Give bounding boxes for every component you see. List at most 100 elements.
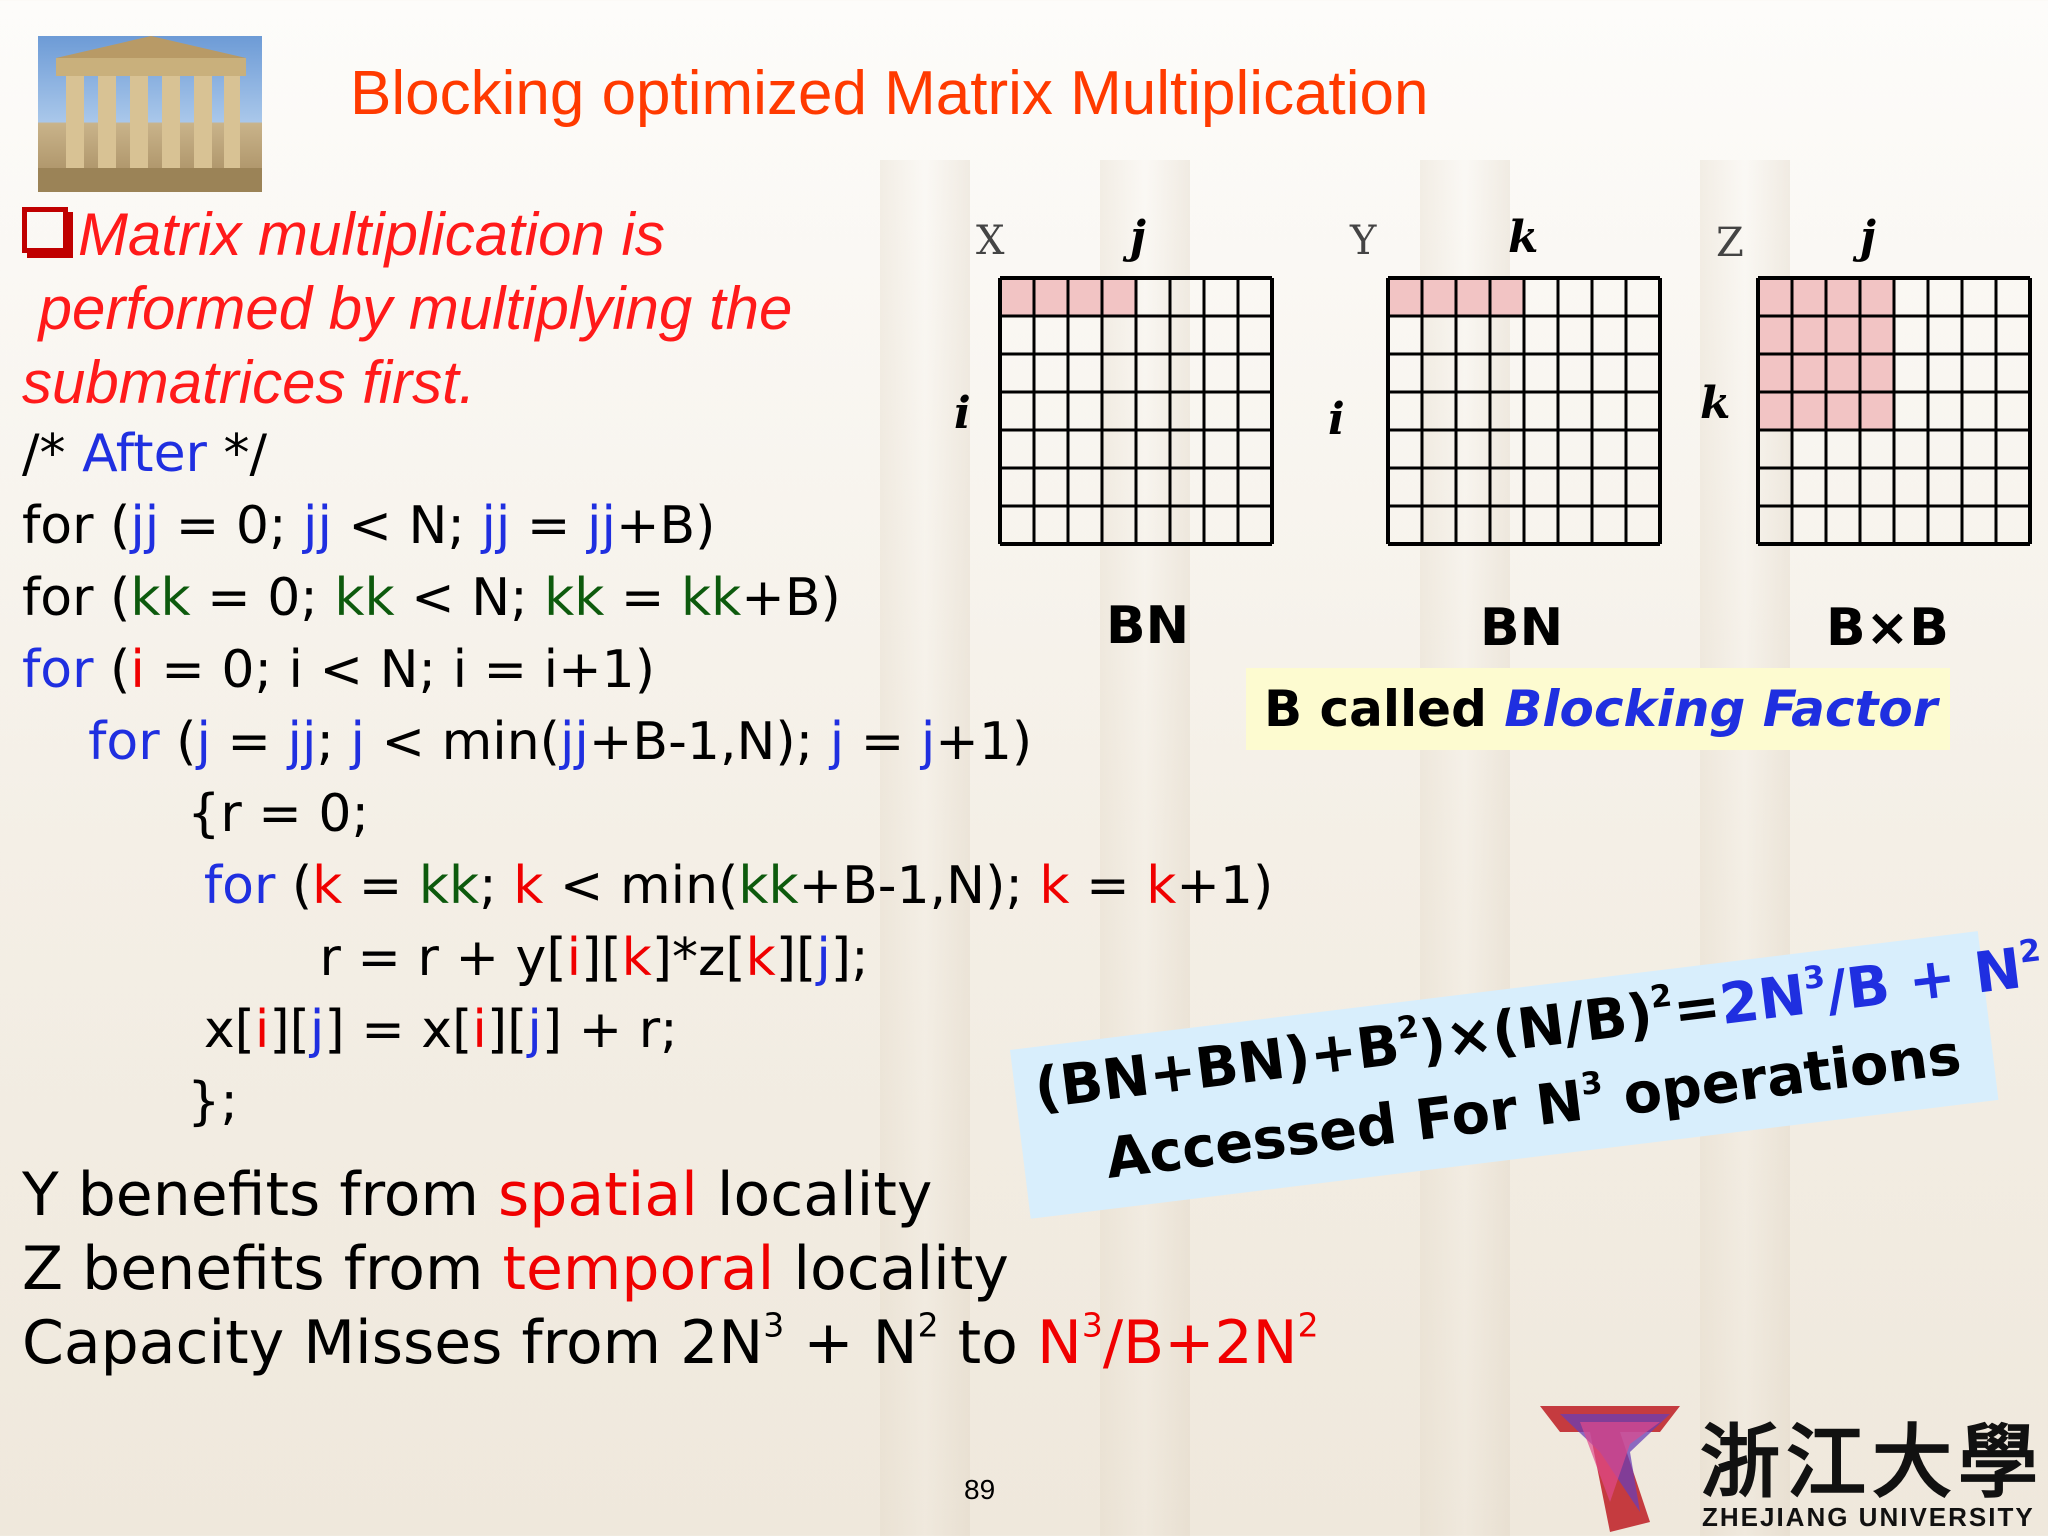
code-token: for [203,856,276,916]
code-token: k [513,856,544,916]
code-token: jj [481,496,511,556]
bullet-line: performed by multiplying the [22,275,793,342]
code-token: {r = 0; [22,784,369,844]
code-token: ][ [581,928,622,988]
code-token: +1) [935,712,1033,772]
diagram-caption: BN [1480,598,1564,658]
shaded-block-cell [1067,277,1103,317]
university-name-chinese: 浙江大學 [1700,1415,2044,1509]
bullet-line: Matrix multiplication is [78,201,665,268]
code-token: k [1146,856,1177,916]
code-token: After [82,424,207,484]
code-token: < min( [364,712,560,772]
matrix-diagram: Z j k [1700,212,2048,550]
code-token: x[ [22,1000,255,1060]
code-token: ][ [486,1000,528,1060]
page-number: 89 [964,1474,996,1505]
code-line: for (kk = 0; kk < N; kk = kk+B) [22,568,841,628]
code-token: j [829,712,845,772]
code-token: ]; [830,928,869,988]
code-token: < N; [394,568,545,628]
code-line: }; [22,1072,238,1132]
code-line: /* After */ [22,424,267,484]
code-token: +B-1,N); [798,856,1040,916]
code-token: j [309,1000,325,1060]
code-token: jj [559,712,589,772]
code-token: kk [738,856,799,916]
shaded-block-cell [1859,277,1895,317]
code-token: k [312,856,343,916]
column-label: j [1860,212,1876,263]
checkbox-bullet-icon [22,207,68,253]
shaded-block-cell [1421,277,1457,317]
code-token: ; [316,712,351,772]
diagram-caption: B×B [1826,598,1949,658]
code-token: for ( [22,496,131,556]
background-column [880,160,970,1536]
code-token: < N; [331,496,482,556]
code-token: j [527,1000,542,1060]
code-token: +B-1,N); [588,712,830,772]
code-token: ( [93,640,131,700]
code-token: j [196,712,211,772]
matrix-name: Y [1350,218,1377,264]
slide-title: Blocking optimized Matrix Multiplication [350,59,1429,128]
code-token: j [350,712,365,772]
code-token: jj [303,496,332,556]
matrix-grid [1386,276,1662,546]
shaded-block-cell [1791,353,1827,393]
code-token: /* [22,424,83,484]
background-column [1100,160,1190,1536]
shaded-block-cell [1757,391,1793,431]
shaded-block-cell [1757,277,1793,317]
shaded-block-cell [1101,277,1137,317]
code-line: for (j = jj; j < min(jj+B-1,N); j = j+1) [22,712,1032,772]
code-token: ][ [269,1000,310,1060]
code-token: kk [681,568,742,628]
code-line: r = r + y[i][k]*z[k][j]; [22,928,869,988]
code-token: ][ [775,928,817,988]
code-token: = [342,856,419,916]
parthenon-photo [38,36,262,192]
code-token: j [920,712,936,772]
shaded-block-cell [1489,277,1525,317]
blocking-factor-note: B called Blocking Factor [1246,668,1950,750]
zju-emblem-icon [1540,1406,1680,1532]
shaded-block-cell [1387,277,1423,317]
code-token: k [745,928,776,988]
code-line: {r = 0; [22,784,369,844]
code-token: for [88,712,160,772]
code-token: = [844,712,921,772]
shaded-block-cell [1825,391,1861,431]
factor-prefix: B called [1264,680,1505,738]
code-line: x[i][j] = x[i][j] + r; [22,1000,678,1060]
shaded-block-cell [1825,277,1861,317]
code-token: jj [287,712,317,772]
code-token: ; [479,856,514,916]
code-token: i [472,1000,487,1060]
shaded-block-cell [999,277,1035,317]
matrix-grid [998,276,1274,546]
background-column [1420,160,1510,1536]
code-token: */ [206,424,267,484]
code-token: +B) [741,568,841,628]
code-line: for (i = 0; i < N; i = i+1) [22,640,655,700]
shaded-block-cell [1859,391,1895,431]
code-token: j [816,928,831,988]
shaded-block-cell [1859,353,1895,393]
matrix-name: X [976,218,1005,264]
shaded-block-cell [1825,353,1861,393]
code-line: for (k = kk; k < min(kk+B-1,N); k = k+1) [22,856,1273,916]
code-token: +1) [1176,856,1274,916]
code-token: kk [334,568,395,628]
code-token: = [1069,856,1147,916]
code-token: k [621,928,652,988]
row-label: i [1328,394,1345,445]
matrix-grid [1756,276,2032,546]
matrix-diagram: Y k i [1328,212,1678,550]
shaded-block-cell [1455,277,1491,317]
row-label: k [1700,378,1731,429]
code-token: kk [130,568,191,628]
code-token: ]*z[ [651,928,746,988]
shaded-block-cell [1825,315,1861,355]
